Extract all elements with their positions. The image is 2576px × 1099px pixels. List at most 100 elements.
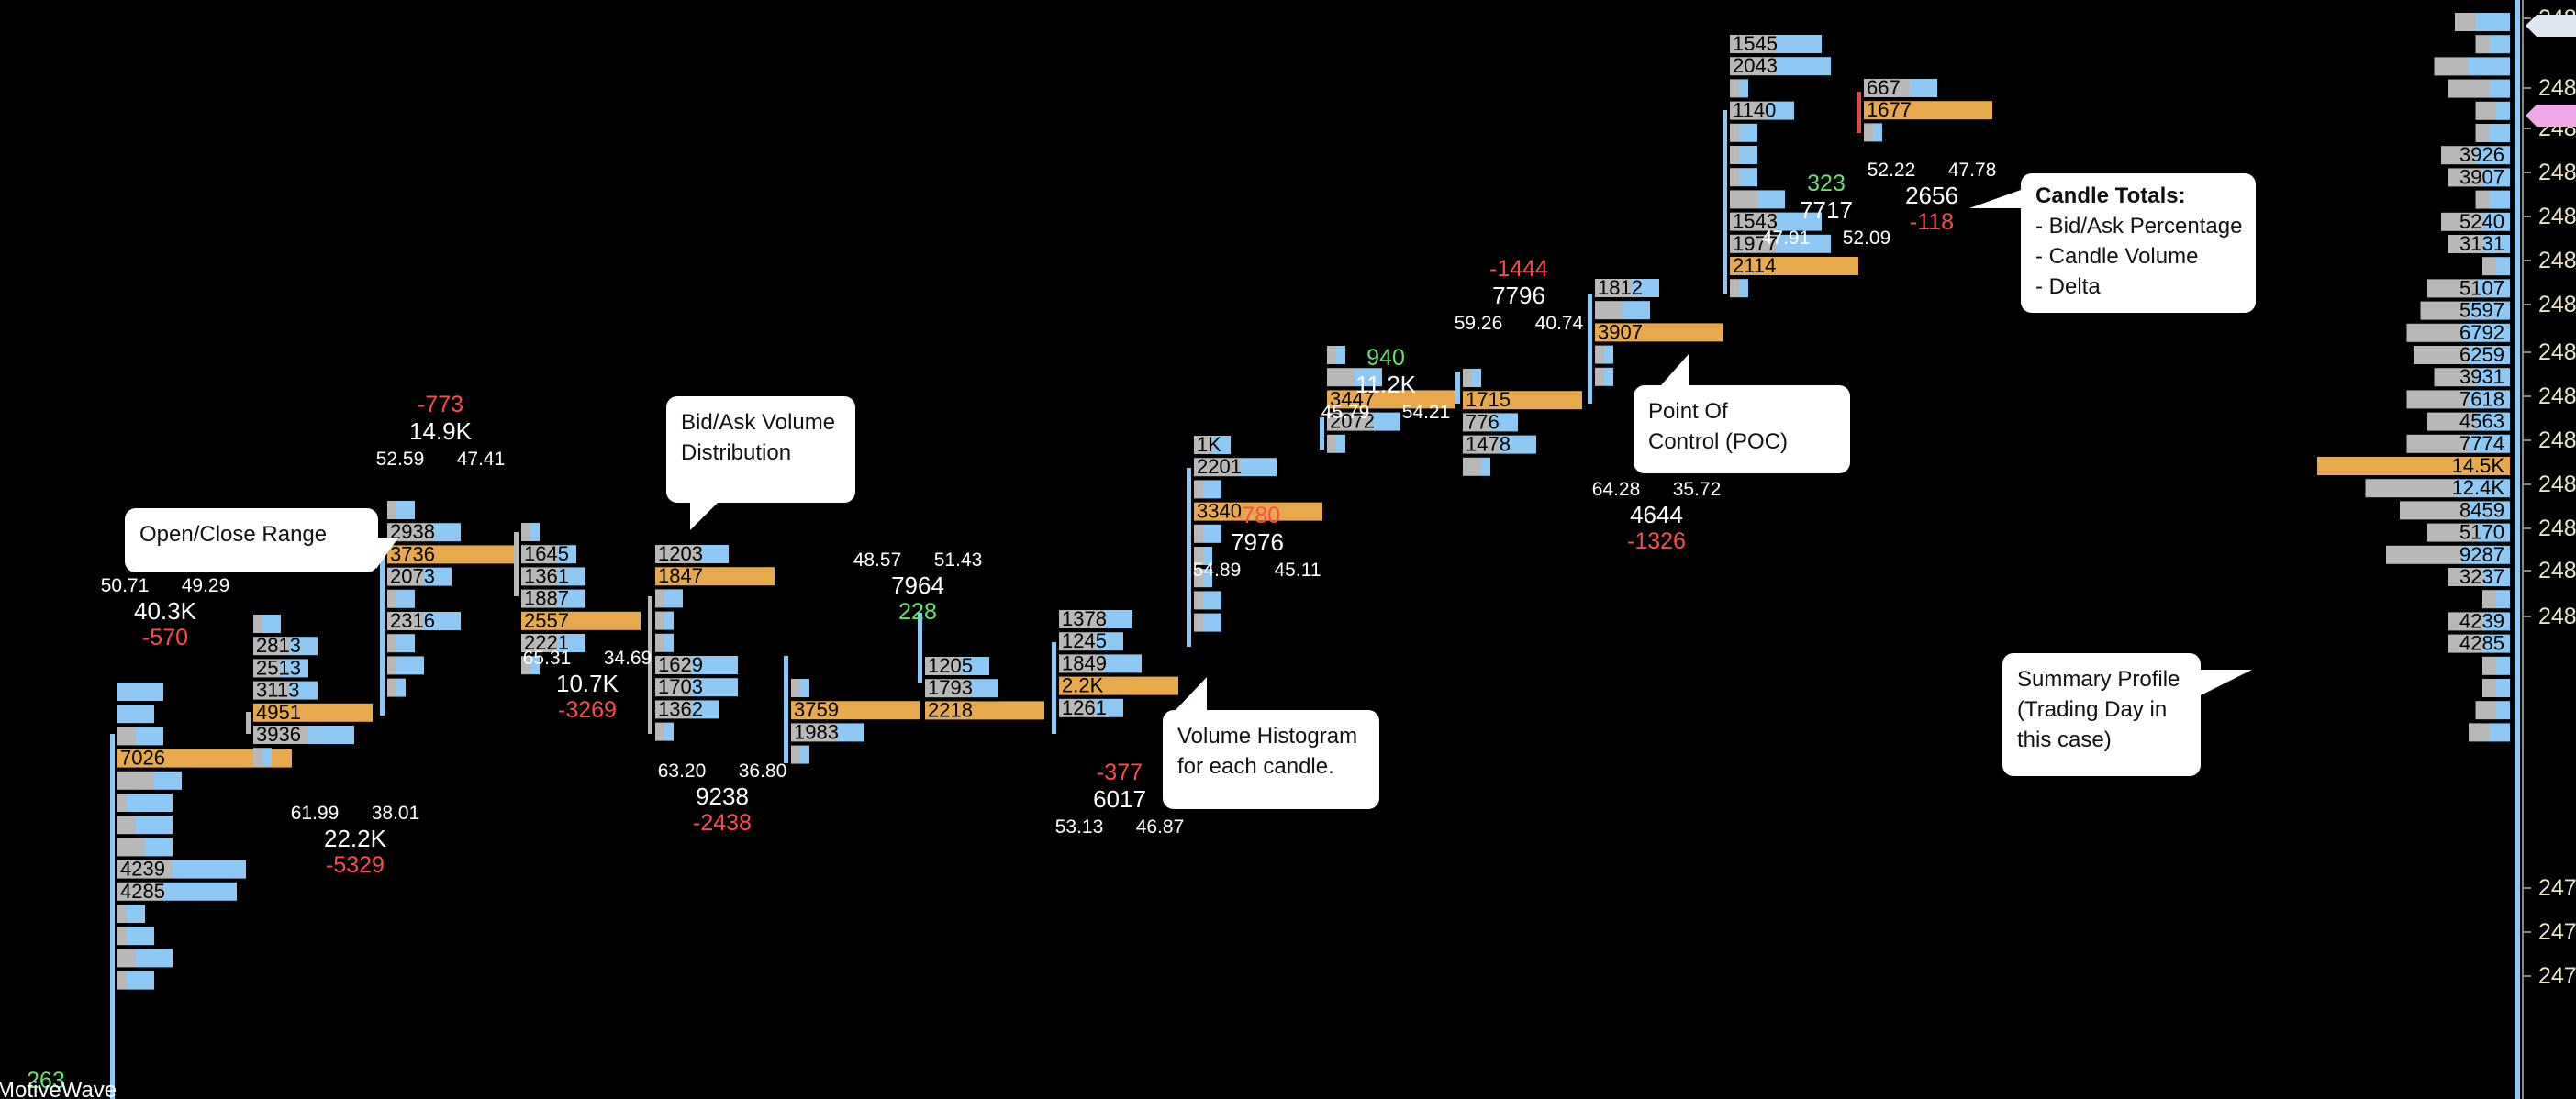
ask-bar <box>1096 632 1123 651</box>
volume-level <box>1730 123 1757 142</box>
ask-bar <box>154 771 182 790</box>
open-close-range <box>918 613 922 683</box>
current-price-marker <box>2526 105 2576 127</box>
volume-level: 3907 <box>2448 165 2510 188</box>
callout-bidask-distribution: Bid/Ask Volume Distribution <box>666 396 855 530</box>
ask-bar <box>1632 279 1659 297</box>
ask-bar <box>117 705 154 724</box>
bid-bar <box>117 771 154 790</box>
ask-bar <box>290 681 318 700</box>
bid-bar <box>1194 480 1203 499</box>
bid-bar <box>2448 168 2482 187</box>
level-volume-label: 1K <box>1197 433 1221 456</box>
poc-bar <box>1864 101 1992 120</box>
volume-level <box>1194 547 1212 565</box>
ask-bar <box>692 700 719 719</box>
volume-level <box>2469 723 2510 742</box>
level-volume-label: 1645 <box>524 542 569 565</box>
open-close-range <box>1857 92 1861 133</box>
ask-bar <box>2475 523 2510 542</box>
candle-bid-pct: 64.28 <box>1592 479 1641 500</box>
level-volume-label: 1261 <box>1062 696 1107 719</box>
callout-line: - Bid/Ask Percentage <box>2035 214 2243 239</box>
ask-bar <box>1739 146 1757 164</box>
volume-level: 3931 <box>2434 365 2510 388</box>
volume-level: 8459 <box>2400 498 2510 521</box>
volume-level <box>117 816 173 835</box>
bid-bar <box>1864 123 1873 142</box>
ask-bar <box>2489 190 2510 209</box>
ask-bar <box>1739 79 1748 98</box>
ask-bar <box>424 612 461 630</box>
level-volume-label: 2221 <box>524 631 569 654</box>
candle-delta: 940 <box>1366 345 1405 371</box>
bid-bar <box>2448 612 2482 631</box>
volume-level <box>387 589 415 608</box>
ask-bar <box>701 545 729 563</box>
ask-bar <box>396 501 415 519</box>
volume-level: 1378 <box>1059 607 1132 630</box>
volume-level <box>117 971 154 990</box>
level-volume-label: 3926 <box>2459 143 2504 166</box>
volume-level <box>1730 146 1757 164</box>
open-close-range <box>110 734 115 1099</box>
ask-bar <box>2496 590 2510 609</box>
bid-bar <box>387 501 396 519</box>
open-close-range <box>1455 372 1460 404</box>
candle-delta: -570 <box>142 625 188 650</box>
callout-tail <box>1969 190 2021 208</box>
ask-bar <box>2469 390 2510 409</box>
volume-level: 1261 <box>1059 696 1123 719</box>
level-volume-label: 4563 <box>2459 410 2504 433</box>
bid-bar <box>2482 590 2496 609</box>
watermark-text: MotiveWave <box>0 1078 117 1099</box>
level-volume-label: 776 <box>1466 410 1500 433</box>
level-volume-label: 1629 <box>658 653 703 676</box>
ask-bar <box>1739 168 1757 187</box>
ask-bar <box>1336 434 1345 453</box>
candle-ask-pct: 38.01 <box>372 803 420 824</box>
level-volume-label: 1887 <box>524 587 569 610</box>
callout-tail <box>1661 354 1689 385</box>
bid-bar <box>791 679 800 697</box>
volume-level <box>117 771 182 790</box>
candles-layer: 7026423942852813251331134951393629383736… <box>110 32 1992 1099</box>
callout-tail <box>1176 677 1207 710</box>
bid-bar <box>2469 723 2490 742</box>
bid-bar <box>253 748 262 767</box>
volume-level: 3926 <box>2441 143 2510 166</box>
ask-bar <box>308 726 354 744</box>
bid-bar <box>1059 632 1096 651</box>
level-volume-label: 3113 <box>256 679 299 702</box>
volume-level <box>2434 57 2510 76</box>
open-close-range <box>1723 110 1727 294</box>
level-volume-label: 5240 <box>2459 210 2504 233</box>
bid-bar <box>1595 301 1623 320</box>
ask-bar <box>1472 369 1481 387</box>
ask-bar <box>558 545 576 564</box>
ask-bar <box>530 656 540 675</box>
volume-level: 4285 <box>2448 632 2510 655</box>
ask-bar <box>1096 698 1123 717</box>
ask-bar <box>2469 346 2510 364</box>
candle-bid-pct: 53.13 <box>1055 816 1104 838</box>
volume-level: 1478 <box>1463 433 1536 456</box>
bid-bar <box>1194 547 1203 565</box>
bid-bar <box>117 838 145 857</box>
level-volume-label: 1703 <box>658 675 703 698</box>
bid-bar <box>387 634 396 653</box>
bid-bar <box>387 523 433 542</box>
bid-bar <box>791 723 837 742</box>
candle-volume: 14.9K <box>409 417 473 445</box>
bid-bar <box>791 745 800 764</box>
callout-line: (Trading Day in <box>2017 697 2168 722</box>
bid-bar <box>1730 212 1776 231</box>
callout-candle-totals: Candle Totals: - Bid/Ask Percentage - Ca… <box>1969 173 2256 313</box>
ask-bar <box>800 679 809 697</box>
callout-line: for each candle. <box>1177 754 1334 779</box>
callout-tail <box>2201 670 2252 695</box>
ask-bar <box>558 567 585 586</box>
volume-level: 4239 <box>117 858 246 881</box>
ask-bar <box>163 882 237 901</box>
level-volume-label: 4239 <box>120 858 165 881</box>
